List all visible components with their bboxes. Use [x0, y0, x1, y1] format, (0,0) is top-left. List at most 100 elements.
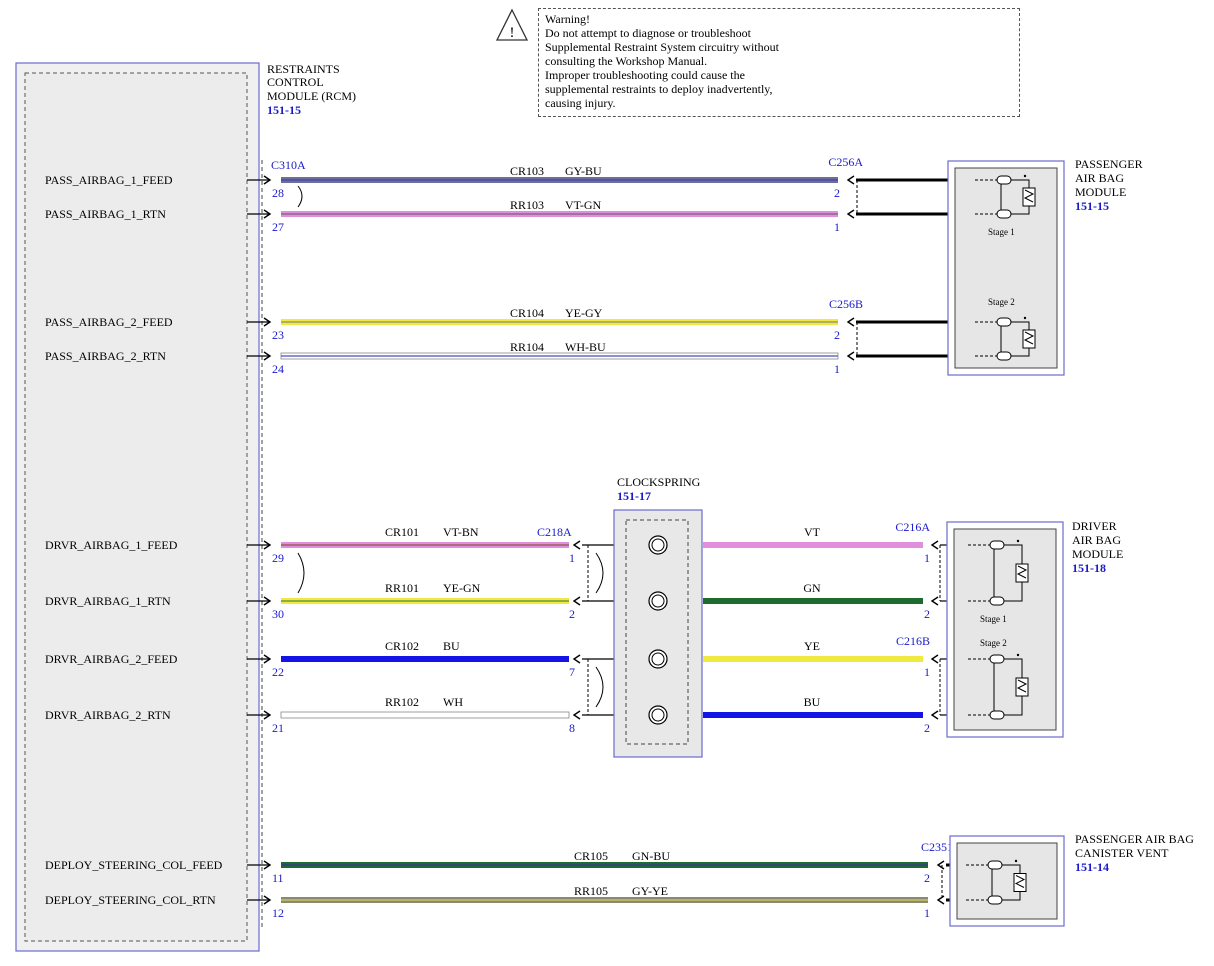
wire-color-code: YE — [804, 639, 820, 653]
rcm-title-line: RESTRAINTS — [267, 62, 340, 76]
passenger-stage1-label: Stage 1 — [988, 227, 1015, 237]
connector-arrow-icon — [572, 654, 581, 664]
squib-pin — [987, 860, 1003, 870]
driver-stage2-label: Stage 2 — [980, 638, 1007, 648]
canister-ref: 151-14 — [1075, 860, 1109, 874]
wire-color-code: YE-GN — [443, 581, 481, 595]
driver-module-ref: 151-18 — [1072, 561, 1106, 575]
clockspring-output-wire-body — [703, 656, 923, 662]
clockspring-output-wire-body — [703, 712, 923, 718]
wire-rr105 — [281, 897, 928, 903]
clockspring-output-wire — [703, 598, 923, 604]
squib-icon — [968, 539, 1029, 606]
rcm-pin-number: 29 — [272, 551, 284, 565]
end-connector-label: C218A — [537, 525, 572, 539]
rcm-pin-number: 30 — [272, 607, 284, 621]
warning-line: Do not attempt to diagnose or troublesho… — [545, 26, 751, 40]
rcm-pin-label: PASS_AIRBAG_1_FEED — [45, 173, 173, 187]
clockspring-output-wire — [703, 656, 923, 662]
rcm-pin-label: DRVR_AIRBAG_1_FEED — [45, 538, 178, 552]
squib-pin — [996, 175, 1012, 185]
warning-line: Supplemental Restraint System circuitry … — [545, 40, 779, 54]
clockspring-coil-inner — [651, 652, 665, 666]
resistor-icon — [1015, 563, 1029, 583]
resistor-zigzag — [1014, 875, 1026, 888]
driver-airbag-module — [946, 521, 1064, 738]
end-pin-number: 7 — [569, 665, 575, 679]
warning-box: Warning! Do not attempt to diagnose or t… — [538, 8, 1020, 117]
resistor-icon — [1013, 873, 1027, 892]
squib-pin — [989, 710, 1005, 720]
end-pin-number: 1 — [834, 220, 840, 234]
rcm-title-line: CONTROL — [267, 75, 324, 89]
end-pin-number: 1 — [924, 906, 930, 920]
rcm-pin-number: 21 — [272, 721, 284, 735]
squib-pin — [996, 209, 1012, 219]
connector-arrow-icon — [263, 317, 272, 327]
passenger-module-title: MODULE — [1075, 185, 1126, 199]
wire-rr102-body — [280, 711, 570, 719]
resistor-zigzag — [1023, 331, 1035, 345]
circuit-label: CR105 — [574, 849, 608, 863]
svg-text:!: ! — [510, 25, 515, 41]
rcm-pin-label: PASS_AIRBAG_2_FEED — [45, 315, 173, 329]
rcm-pin-label: DRVR_AIRBAG_2_RTN — [45, 708, 171, 722]
squib-pin — [996, 317, 1012, 327]
passenger-module-title: PASSENGER — [1075, 157, 1143, 171]
connector-arrow-icon — [930, 596, 939, 606]
wire-color-code: VT-GN — [565, 198, 602, 212]
driver-module-title: DRIVER — [1072, 519, 1117, 533]
squib-pin — [989, 596, 1005, 606]
rcm-pin-label: DRVR_AIRBAG_1_RTN — [45, 594, 171, 608]
circuit-label: CR101 — [385, 525, 419, 539]
wire-cr102-body — [281, 656, 569, 662]
end-pin-number: 8 — [569, 721, 575, 735]
connector-arrow-icon — [846, 209, 855, 219]
squib-icon — [966, 859, 1027, 905]
warning-line: causing injury. — [545, 96, 616, 110]
resistor-icon — [1022, 187, 1036, 207]
end-pin-number: 1 — [569, 551, 575, 565]
wire-color-code: BU — [443, 639, 460, 653]
end-pin-number: 1 — [834, 362, 840, 376]
connector-arrow-icon — [930, 654, 939, 664]
end-connector-label: C216A — [895, 520, 930, 534]
wire-cr105 — [281, 862, 928, 868]
wire-cr103 — [281, 177, 838, 183]
wire-color-code: WH-BU — [565, 340, 606, 354]
rcm-pin-label: PASS_AIRBAG_1_RTN — [45, 207, 166, 221]
squib-pin — [996, 351, 1012, 361]
circuit-label: CR102 — [385, 639, 419, 653]
resistor-zigzag — [1023, 189, 1035, 203]
connector-arrow-icon — [572, 540, 581, 550]
connector-arrow-icon — [263, 351, 272, 361]
rcm-pin-number: 28 — [272, 186, 284, 200]
connector-arrow-icon — [936, 895, 945, 905]
end-pin-number: 1 — [924, 551, 930, 565]
resistor-icon — [1015, 677, 1029, 697]
rcm-pin-label: PASS_AIRBAG_2_RTN — [45, 349, 166, 363]
rcm-pin-number: 27 — [272, 220, 284, 234]
rcm-pin-number: 22 — [272, 665, 284, 679]
clockspring-ref: 151-17 — [617, 489, 651, 503]
canister-title: CANISTER VENT — [1075, 846, 1169, 860]
twisted-pair-marker — [297, 552, 305, 594]
wire-cr104 — [281, 319, 838, 325]
end-pin-number: 2 — [924, 871, 930, 885]
connector-arrow-icon — [572, 710, 581, 720]
resistor-zigzag — [1016, 679, 1028, 693]
squib-icon — [975, 174, 1036, 219]
wire-rr103 — [281, 211, 838, 217]
squib-icon — [975, 316, 1036, 361]
wire-color-code: WH — [443, 695, 463, 709]
circuit-label: RR102 — [385, 695, 419, 709]
canister-vent-module — [949, 835, 1065, 927]
wire-color-code: GN — [803, 581, 821, 595]
rcm-pin-number: 11 — [272, 871, 284, 885]
twisted-pair-marker — [297, 185, 303, 208]
clockspring-output-wire-body — [703, 598, 923, 604]
connector-arrow-icon — [263, 596, 272, 606]
squib-pin — [987, 895, 1003, 905]
twisted-pair-marker — [595, 552, 604, 594]
connector-arrow-icon — [846, 175, 855, 185]
